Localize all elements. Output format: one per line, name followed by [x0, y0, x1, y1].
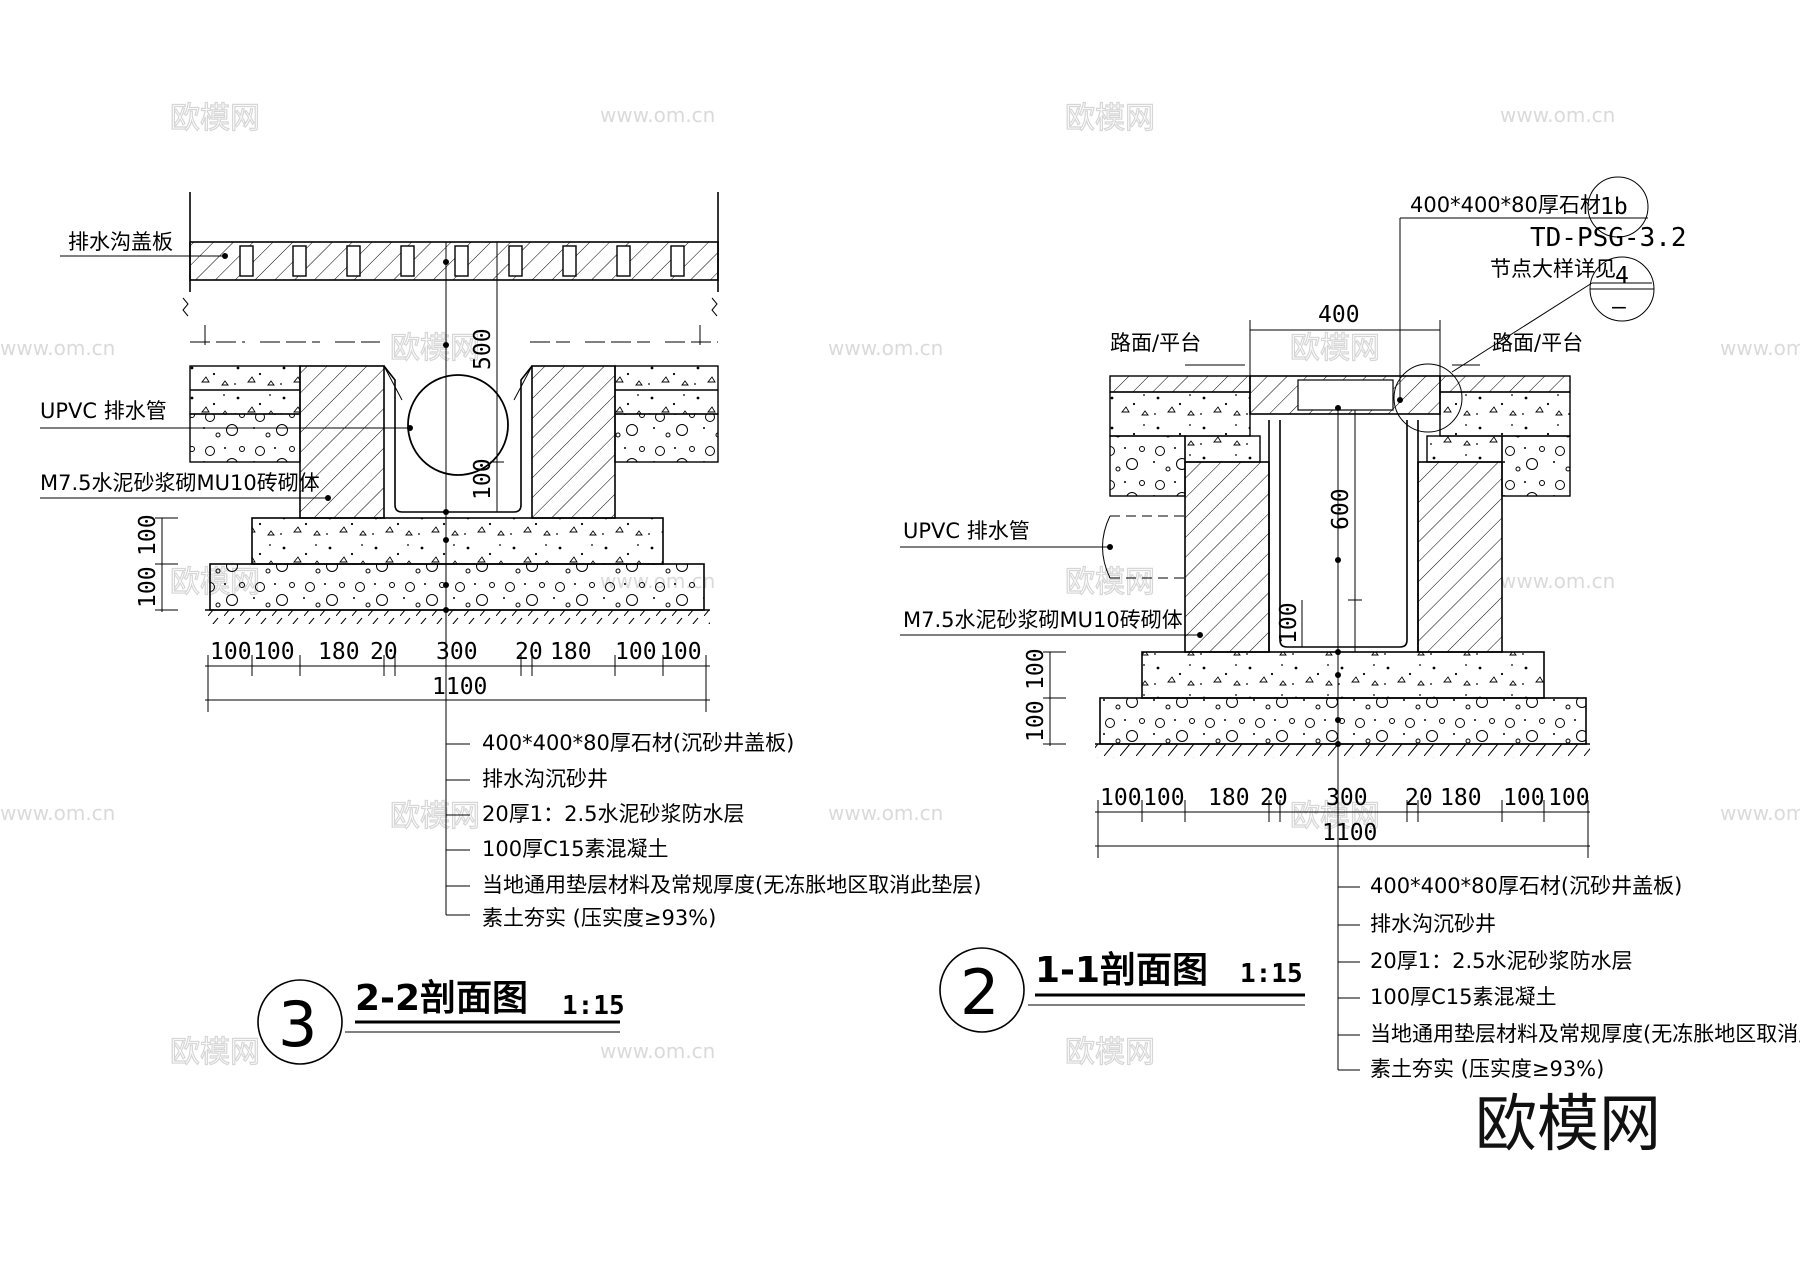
note-left-1: 400*400*80厚石材(沉砂井盖板) — [482, 731, 794, 755]
upvc-pipe — [407, 374, 509, 476]
scale-right: 1:15 — [1240, 959, 1303, 989]
dim-right-v2: 100 — [1023, 700, 1049, 742]
dim-rb7: 180 — [1440, 785, 1482, 811]
section-number-left: 3 — [278, 988, 317, 1061]
dim-rb5: 300 — [1326, 785, 1368, 811]
ref-4: 4 — [1615, 263, 1629, 289]
watermark-site: www.om.cn — [1720, 801, 1800, 825]
watermark-logo: 欧模网 — [1065, 1035, 1155, 1070]
dim-100: 100 — [470, 458, 496, 500]
dim-400: 400 — [1318, 302, 1360, 328]
label-stone: 400*400*80厚石材 — [1410, 193, 1601, 217]
note-right-2: 排水沟沉砂井 — [1370, 912, 1496, 936]
watermark-logo: 欧模网 — [390, 331, 480, 366]
dim-total-left: 1100 — [432, 674, 487, 700]
label-road-right: 路面/平台 — [1492, 331, 1583, 355]
note-left-3: 20厚1：2.5水泥砂浆防水层 — [482, 802, 744, 826]
dim-600: 600 — [1328, 488, 1354, 530]
note-right-5: 当地通用垫层材料及常规厚度(无冻胀地区取消此垫层) — [1370, 1022, 1800, 1046]
dim-b4: 20 — [370, 639, 398, 665]
watermark-logo: 欧模网 — [1290, 331, 1380, 366]
ref-code: TD-PSG-3.2 — [1530, 223, 1687, 253]
label-upvc-left: UPVC 排水管 — [40, 399, 167, 423]
dim-rb9: 100 — [1548, 785, 1590, 811]
watermark-logo: 欧模网 — [1065, 565, 1155, 600]
watermark-site: www.om.cn — [600, 1039, 715, 1063]
dim-rb1: 100 — [1100, 785, 1142, 811]
note-right-1: 400*400*80厚石材(沉砂井盖板) — [1370, 874, 1682, 898]
ref-1b: 1b — [1600, 194, 1628, 220]
title-left: 3 2-2剖面图 1:15 — [257, 978, 625, 1065]
watermark-site: www.om.cn — [0, 801, 115, 825]
dim-left-v1: 100 — [135, 514, 161, 556]
dim-b2: 100 — [253, 639, 295, 665]
watermark-site: www.om.cn — [828, 801, 943, 825]
dim-b1: 100 — [210, 639, 252, 665]
dim-b3: 180 — [318, 639, 360, 665]
scale-left: 1:15 — [562, 991, 625, 1021]
watermark-site: www.om.cn — [828, 336, 943, 360]
label-upvc-right: UPVC 排水管 — [903, 519, 1030, 543]
dim-100-right: 100 — [1276, 602, 1302, 644]
dim-rb8: 100 — [1503, 785, 1545, 811]
note-right-6: 素土夯实 (压实度≥93%) — [1370, 1057, 1604, 1081]
dim-b8: 100 — [615, 639, 657, 665]
label-masonry-left: M7.5水泥砂浆砌MU10砖砌体 — [40, 471, 320, 495]
watermark-site: www.om.cn — [0, 336, 115, 360]
dim-rb4: 20 — [1260, 785, 1288, 811]
section-1-1: 600 100 400 400*400*80厚石材 1b TD-PSG-3.2 … — [900, 176, 1800, 1081]
dim-b9: 100 — [660, 639, 702, 665]
dim-rb2: 100 — [1143, 785, 1185, 811]
label-cover-plate: 排水沟盖板 — [68, 230, 173, 254]
watermark-site: www.om.cn — [1720, 336, 1800, 360]
note-right-4: 100厚C15素混凝土 — [1370, 985, 1556, 1009]
title-right: 2 1-1剖面图 1:15 — [939, 947, 1305, 1033]
notes-right: 400*400*80厚石材(沉砂井盖板) 排水沟沉砂井 20厚1：2.5水泥砂浆… — [1338, 874, 1800, 1081]
watermark-logo: 欧模网 — [170, 101, 260, 136]
note-left-4: 100厚C15素混凝土 — [482, 837, 668, 861]
dim-b6: 20 — [515, 639, 543, 665]
section-2-2: 500 100 排水沟盖板 UPVC 排水管 M7.5水泥砂浆砌MU10砖砌体 … — [40, 192, 981, 1065]
note-left-5: 当地通用垫层材料及常规厚度(无冻胀地区取消此垫层) — [482, 873, 981, 897]
title-1-1: 1-1剖面图 — [1035, 950, 1208, 991]
brand-logo: 欧模网 — [1475, 1087, 1661, 1160]
note-left-6: 素土夯实 (压实度≥93%) — [482, 906, 716, 930]
dim-rb6: 20 — [1405, 785, 1433, 811]
dim-b5: 300 — [436, 639, 478, 665]
label-masonry-right: M7.5水泥砂浆砌MU10砖砌体 — [903, 608, 1183, 632]
watermark-logo: 欧模网 — [1065, 101, 1155, 136]
watermark-logo: 欧模网 — [170, 1035, 260, 1070]
label-road-left: 路面/平台 — [1110, 331, 1201, 355]
watermark-site: www.om.cn — [600, 103, 715, 127]
dim-500: 500 — [470, 328, 496, 370]
watermarks: 欧模网 www.om.cn 欧模网 www.om.cn www.om.cn 欧模… — [0, 100, 1800, 1070]
watermark-logo: 欧模网 — [1290, 799, 1380, 834]
note-right-3: 20厚1：2.5水泥砂浆防水层 — [1370, 949, 1632, 973]
detail-callout — [1393, 363, 1463, 433]
watermark-site: www.om.cn — [1500, 103, 1615, 127]
cover-plate — [189, 241, 719, 281]
title-2-2: 2-2剖面图 — [355, 978, 528, 1019]
section-number-right: 2 — [960, 956, 999, 1029]
dim-right-v1: 100 — [1023, 648, 1049, 690]
label-detail: 节点大样详见 — [1490, 257, 1616, 281]
dim-b7: 180 — [550, 639, 592, 665]
dim-left-v2: 100 — [135, 566, 161, 608]
dim-rb3: 180 — [1208, 785, 1250, 811]
note-left-2: 排水沟沉砂井 — [482, 767, 608, 791]
watermark-site: www.om.cn — [1500, 569, 1615, 593]
watermark-logo: 欧模网 — [390, 799, 480, 834]
notes-left: 400*400*80厚石材(沉砂井盖板) 排水沟沉砂井 20厚1：2.5水泥砂浆… — [446, 731, 981, 930]
ref-4-bottom: — — [1612, 294, 1626, 320]
dim-total-right: 1100 — [1322, 820, 1377, 846]
